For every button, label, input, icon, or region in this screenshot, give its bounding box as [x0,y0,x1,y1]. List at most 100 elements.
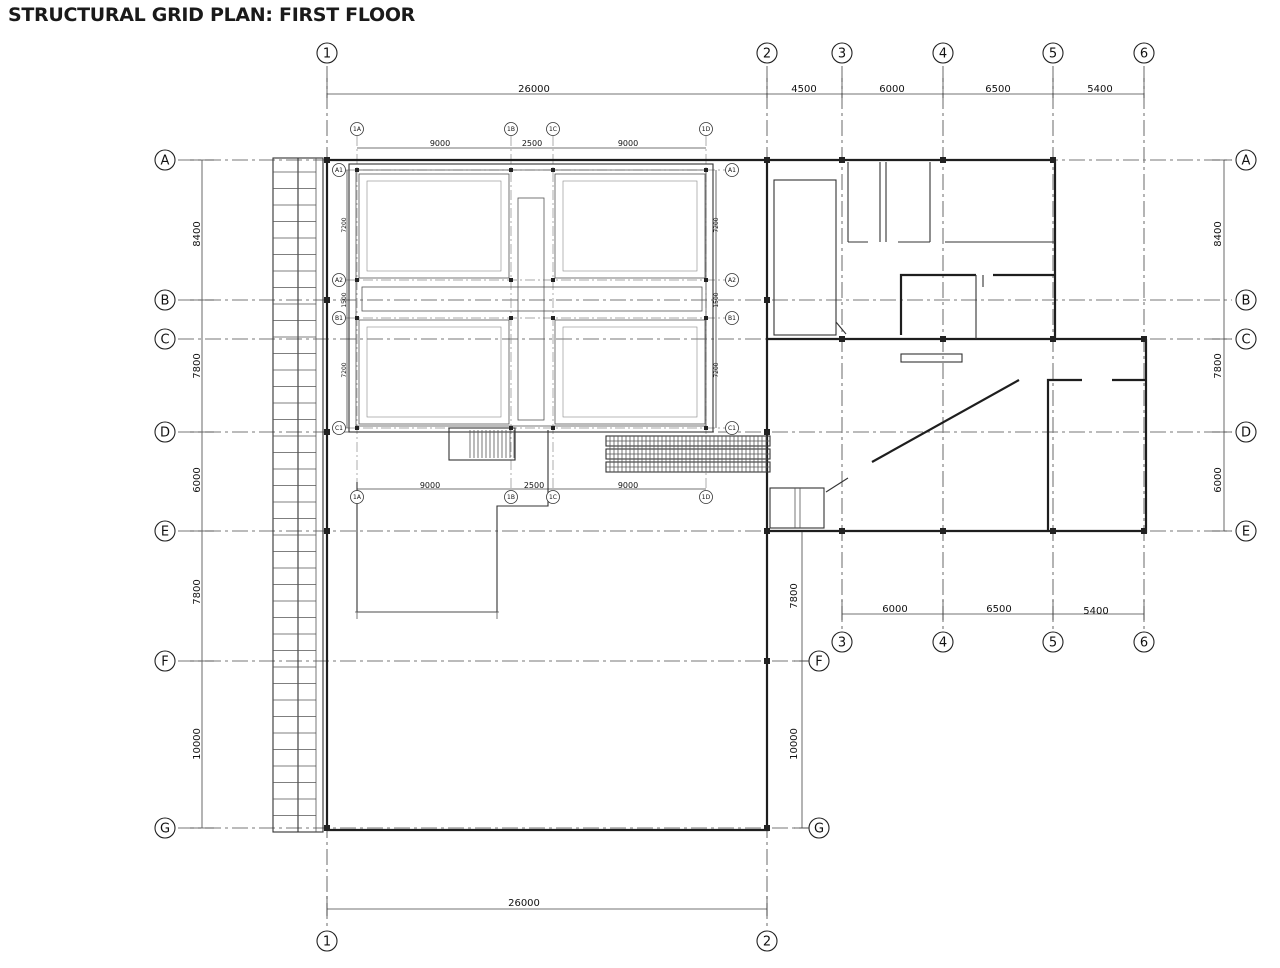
grid-bubble: G [154,817,176,839]
grid-bubble: 3 [831,42,853,64]
dim-left-1: 8400 [192,221,203,246]
column [1050,157,1056,163]
grid-bubble: 1D [699,122,713,136]
grid-bubble: C1 [332,421,346,435]
svg-text:4: 4 [939,47,947,62]
column [764,157,770,163]
grid-bubble: A [154,149,176,171]
grid-bubble: 1 [316,930,338,952]
sub-column [551,316,555,320]
column [940,336,946,342]
svg-text:F: F [161,655,168,670]
column [940,157,946,163]
dim-right-3: 6000 [1213,467,1224,492]
column [324,825,330,831]
dim-inner-side-2: 1500 [341,292,348,307]
grid-bubble: C1 [725,421,739,435]
svg-text:5: 5 [1049,636,1057,651]
svg-text:5: 5 [1049,47,1057,62]
grid-bubble: 3 [831,631,853,653]
column [839,336,845,342]
dim-inner-top-2: 2500 [522,139,542,148]
svg-text:A2: A2 [335,277,343,284]
svg-text:A: A [161,154,170,169]
grid-bubble: B [154,289,176,311]
building-walls [325,158,1148,832]
dim-right-2: 7800 [1213,353,1224,378]
dim-inner-bottom-2: 2500 [524,481,544,490]
dim-wing-bottom-1: 6000 [882,604,907,615]
svg-text:G: G [160,822,170,837]
plan-title: STRUCTURAL GRID PLAN: FIRST FLOOR [8,4,416,26]
dim-top-1: 26000 [518,84,550,95]
sub-column [704,168,708,172]
grid-bubble: B1 [332,311,346,325]
grid-bubble: E [1235,520,1257,542]
grid-bubble: 1B [504,122,518,136]
dim-wing-bottom-3: 5400 [1083,606,1108,617]
column [1141,336,1147,342]
svg-text:E: E [1242,525,1250,540]
svg-text:C1: C1 [335,425,343,432]
svg-text:C: C [1241,333,1250,348]
column [940,528,946,534]
grid-bubble: 2 [756,930,778,952]
grid-bubble: D [1235,421,1257,443]
sub-column [355,316,359,320]
grid-bubble: B1 [725,311,739,325]
grid-bubble: 1C [546,490,560,504]
dim-right-1: 8400 [1213,221,1224,246]
grid-bubble: F [808,650,830,672]
grid-bubble: C [1235,328,1257,350]
dim-inner-side-3: 7200 [341,362,348,377]
column [764,297,770,303]
dim-inner-top-1: 9000 [430,139,450,148]
grid-bubble: 5 [1042,631,1064,653]
sub-column [509,316,513,320]
grid-bubble: 6 [1133,42,1155,64]
svg-text:A2: A2 [728,277,736,284]
dim-left-4: 7800 [192,579,203,604]
svg-text:1C: 1C [549,126,557,133]
svg-text:6: 6 [1140,636,1148,651]
svg-text:3: 3 [838,636,846,651]
svg-text:G: G [814,822,824,837]
sub-column [551,426,555,430]
grid-bubble: A2 [332,273,346,287]
sub-column [509,426,513,430]
dim-bottom-1: 26000 [508,898,540,909]
dim-left-3: 6000 [192,467,203,492]
svg-text:B1: B1 [728,315,736,322]
svg-text:4: 4 [939,636,947,651]
grid-bubble: C [154,328,176,350]
svg-text:2: 2 [763,935,771,950]
svg-text:3: 3 [838,47,846,62]
svg-text:6: 6 [1140,47,1148,62]
column [324,297,330,303]
exterior-stair-strip [272,157,324,833]
column [839,157,845,163]
grid-bubble: 1D [699,490,713,504]
central-block [346,163,717,461]
grid-bubble: B [1235,289,1257,311]
svg-text:D: D [1241,426,1251,441]
grid-bubble: 1A [350,122,364,136]
svg-text:C1: C1 [728,425,736,432]
column [1050,528,1056,534]
dim-inner-side-5: 1500 [713,292,720,307]
column [324,157,330,163]
column [839,528,845,534]
grid-bubble: 4 [932,631,954,653]
column [1050,336,1056,342]
grid-bubble: E [154,520,176,542]
grid-bubble: A [1235,149,1257,171]
svg-text:1D: 1D [702,494,711,501]
column [764,825,770,831]
column [1141,528,1147,534]
sub-column [355,278,359,282]
svg-text:F: F [815,655,822,670]
svg-text:E: E [161,525,169,540]
svg-text:B: B [1242,294,1251,309]
